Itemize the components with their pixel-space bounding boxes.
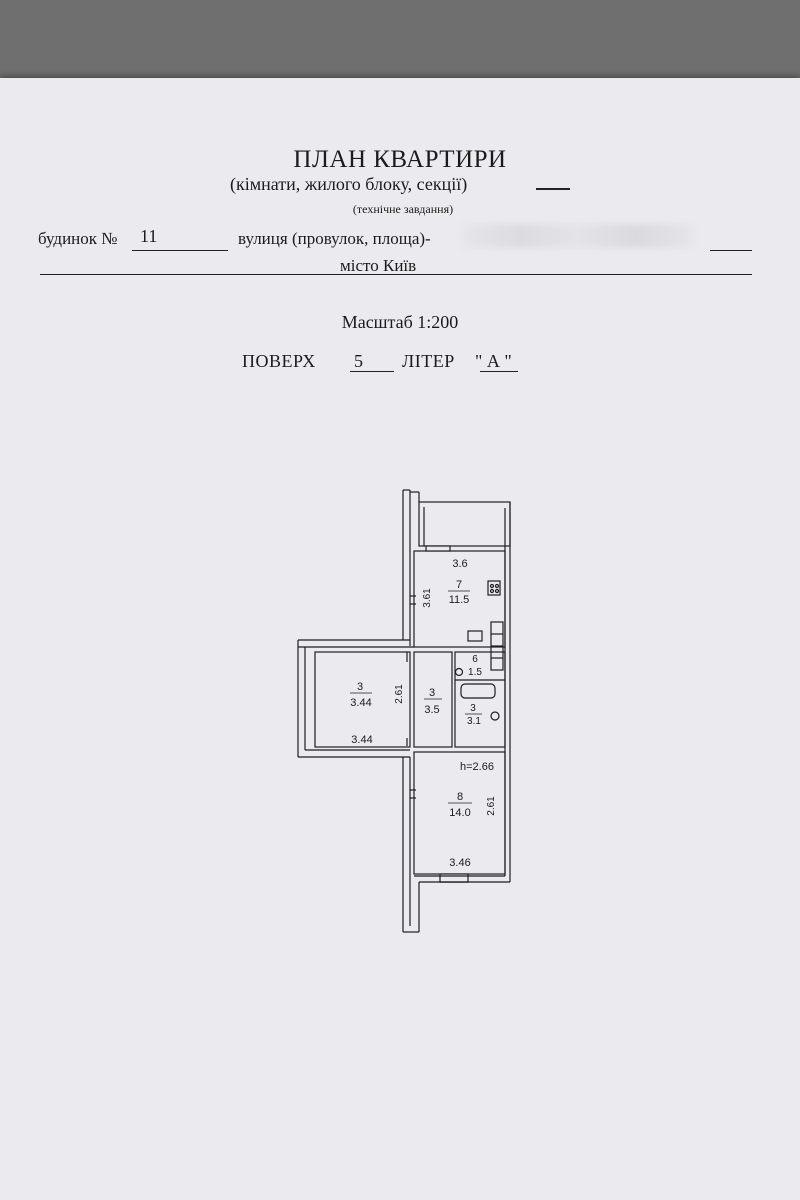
wc-area: 1.5 (468, 667, 482, 678)
floor-number: 5 (354, 351, 363, 371)
house-number: 11 (140, 226, 158, 246)
balcony (418, 501, 511, 547)
room-8-length: 2.61 (486, 796, 497, 816)
liter-label: ЛІТЕР (402, 351, 455, 371)
room-left-bottom: 3.44 (351, 734, 372, 746)
bathroom-block (454, 651, 506, 748)
room-left-number: 3 (357, 681, 363, 693)
floor-underline (350, 371, 394, 372)
document-note: (технічне завдання) (352, 202, 454, 216)
document-subtitle: (кімнати, жилого блоку, секції) (230, 174, 468, 194)
room-8-width: 3.46 (449, 857, 470, 869)
kitchen-area: 11.5 (449, 594, 470, 606)
wc-number: 6 (472, 654, 478, 665)
street-label: вулиця (провулок, площа)- (238, 229, 431, 248)
floor-plan: 3.6 7 11.5 3.61 6 1.5 3 3.44 3.44 2.61 3… (297, 489, 511, 933)
sink (490, 711, 500, 721)
fridge (467, 630, 483, 642)
room-8-number: 8 (457, 791, 463, 803)
liter-value: " А " (475, 351, 512, 371)
room-8-area: 14.0 (449, 807, 470, 819)
hall-area: 3.5 (424, 704, 439, 716)
hall-number: 3 (429, 687, 435, 699)
scale-label: Масштаб 1:200 (341, 312, 459, 332)
house-label: будинок № (38, 229, 118, 248)
floor-label: ПОВЕРХ (242, 351, 316, 371)
liter-underline (480, 371, 518, 372)
room-left-area: 3.44 (350, 697, 371, 709)
bathtub (460, 683, 496, 699)
house-underline (132, 250, 228, 251)
kitchen-length: 3.61 (422, 588, 433, 608)
hall (413, 651, 453, 748)
kitchen-room (413, 550, 506, 648)
bath-number: 3 (470, 703, 476, 714)
city-label: місто Київ (340, 256, 417, 275)
document-page: ПЛАН КВАРТИРИ (кімнати, жилого блоку, се… (0, 78, 800, 1200)
kitchen-number: 7 (456, 579, 462, 591)
subtitle-dash (536, 188, 570, 190)
stove (487, 580, 501, 596)
toilet (454, 667, 464, 677)
header-rule (40, 274, 752, 275)
document-title: ПЛАН КВАРТИРИ (293, 146, 507, 173)
room-left (314, 651, 411, 748)
ceiling-height: h=2.66 (460, 761, 494, 773)
bath-area: 3.1 (467, 716, 481, 727)
street-underline (710, 250, 752, 251)
hall-height-dim: 2.61 (394, 684, 405, 704)
kitchen-width: 3.6 (452, 558, 467, 570)
street-redacted (462, 224, 694, 248)
